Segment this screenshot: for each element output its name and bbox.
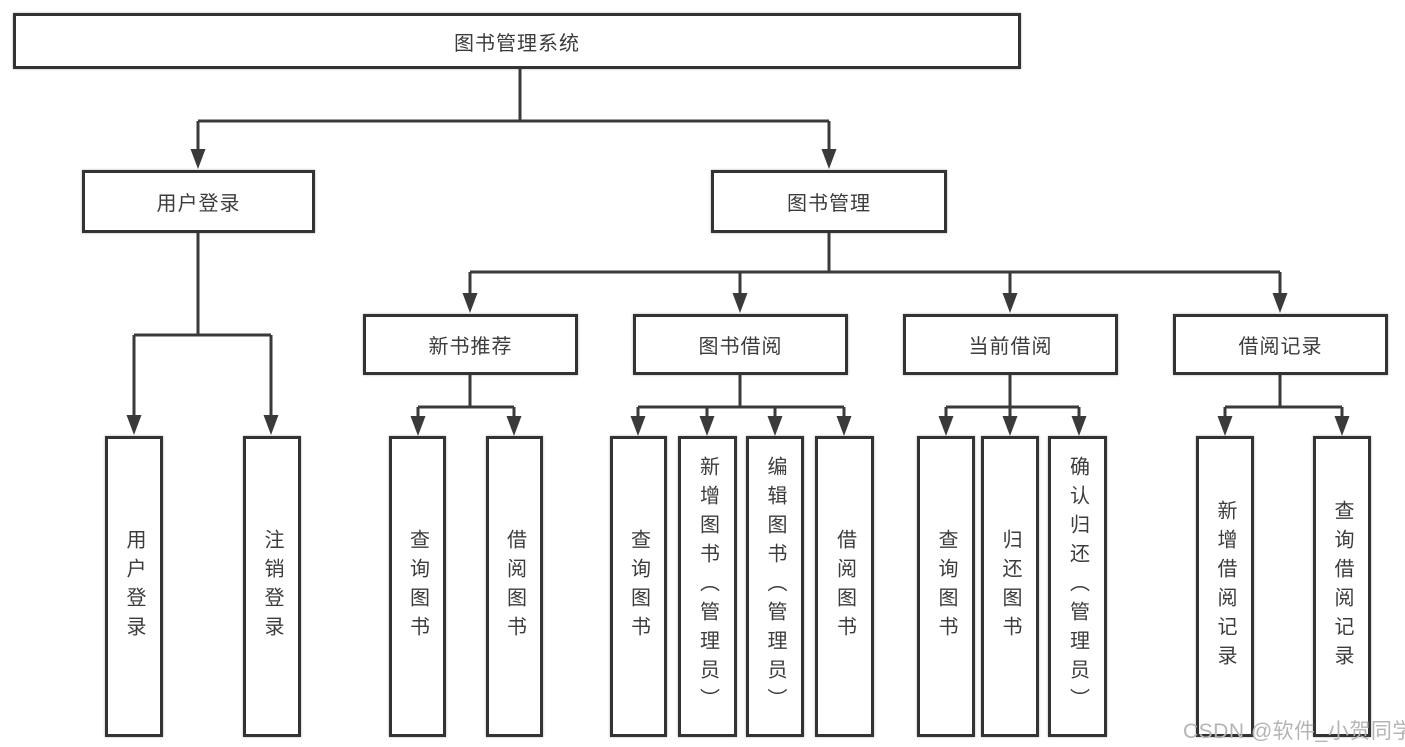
node-book-management-label: 图书管理 (787, 193, 871, 215)
leaf-bb-query-books: 查询图书 (610, 436, 667, 737)
leaf-cb-confirm-return-admin-label: 确认归还（管理员） (1066, 456, 1089, 717)
leaf-cb-query-books: 查询图书 (917, 436, 975, 737)
leaf-bb-edit-books-admin: 编辑图书（管理员） (746, 436, 804, 737)
leaf-bb-add-books-admin-label: 新增图书（管理员） (696, 456, 719, 717)
node-root: 图书管理系统 (13, 13, 1021, 69)
leaf-nb-borrow-books-label: 借阅图书 (503, 528, 526, 645)
node-book-borrowing: 图书借阅 (633, 314, 848, 375)
leaf-nb-query-books-label: 查询图书 (406, 528, 429, 645)
leaf-cb-confirm-return-admin: 确认归还（管理员） (1048, 436, 1107, 737)
node-book-management: 图书管理 (711, 170, 947, 233)
leaf-bb-borrow-books: 借阅图书 (815, 436, 874, 737)
node-current-borrowing: 当前借阅 (903, 314, 1118, 375)
arrowheads (126, 149, 1350, 436)
leaf-cb-return-books: 归还图书 (981, 436, 1039, 737)
leaf-logout-label: 注销登录 (261, 528, 283, 645)
connector-borrow-records (1223, 375, 1344, 419)
connector-user-login (132, 232, 273, 418)
leaf-cb-return-books-label: 归还图书 (999, 528, 1021, 645)
leaf-bb-query-books-label: 查询图书 (627, 528, 650, 645)
leaf-bb-borrow-books-label: 借阅图书 (833, 528, 856, 645)
node-borrowing-records: 借阅记录 (1173, 314, 1388, 375)
leaf-br-add-record-label: 新增借阅记录 (1214, 499, 1236, 674)
leaf-user-login-label: 用户登录 (123, 528, 145, 645)
node-current-borrowing-label: 当前借阅 (968, 336, 1053, 358)
node-user-login: 用户登录 (82, 170, 315, 233)
watermark: CSDN @软件_小贺同学 (1183, 720, 1405, 743)
connector-book-mgmt (468, 232, 1282, 295)
connector-book-borrow (636, 375, 846, 419)
leaf-bb-edit-books-admin-label: 编辑图书（管理员） (764, 456, 786, 717)
leaf-br-add-record: 新增借阅记录 (1196, 436, 1254, 737)
leaf-nb-query-books: 查询图书 (389, 436, 446, 737)
node-new-book-recommend-label: 新书推荐 (428, 336, 513, 358)
leaf-br-query-record-label: 查询借阅记录 (1331, 499, 1353, 674)
node-user-login-label: 用户登录 (156, 193, 241, 215)
connector-new-books (416, 375, 516, 419)
leaf-bb-add-books-admin: 新增图书（管理员） (678, 436, 737, 737)
node-new-book-recommend: 新书推荐 (363, 314, 578, 375)
node-root-label: 图书管理系统 (454, 32, 580, 55)
leaf-nb-borrow-books: 借阅图书 (486, 436, 543, 737)
leaf-br-query-record: 查询借阅记录 (1313, 436, 1371, 737)
leaf-logout: 注销登录 (243, 436, 301, 737)
leaf-user-login: 用户登录 (105, 436, 163, 737)
connector-root (196, 69, 831, 151)
connector-current-borrow (944, 375, 1081, 419)
node-book-borrowing-label: 图书借阅 (698, 336, 783, 358)
leaf-cb-query-books-label: 查询图书 (935, 528, 957, 645)
node-borrowing-records-label: 借阅记录 (1238, 336, 1323, 358)
